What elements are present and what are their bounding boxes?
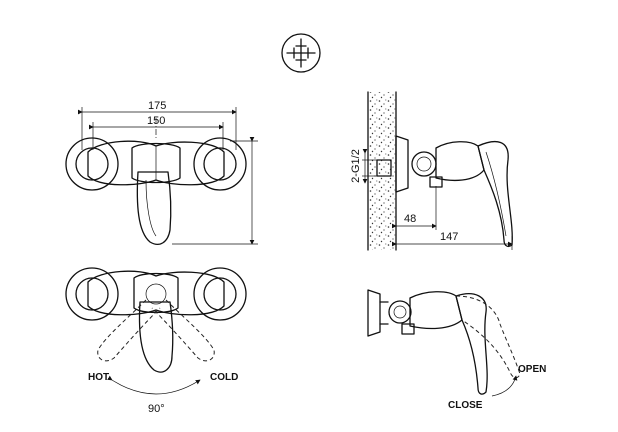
crosshair-circle-icon bbox=[281, 33, 321, 73]
dimension-thread: 2-G1/2 bbox=[350, 149, 362, 183]
dimension-wall-offset: 48 bbox=[404, 213, 416, 225]
dimension-overall-width: 175 bbox=[148, 100, 166, 112]
dimension-center-distance: 150 bbox=[147, 115, 165, 127]
side-view bbox=[362, 91, 513, 251]
close-label: CLOSE bbox=[448, 400, 483, 411]
operation-view bbox=[367, 289, 521, 397]
rotation-angle-label: 90° bbox=[148, 403, 165, 415]
cold-label: COLD bbox=[210, 372, 238, 383]
open-label: OPEN bbox=[518, 364, 546, 375]
rotation-view bbox=[65, 267, 247, 395]
dimension-projection: 147 bbox=[440, 231, 458, 243]
front-view bbox=[65, 107, 258, 245]
hot-label: HOT bbox=[88, 372, 109, 383]
